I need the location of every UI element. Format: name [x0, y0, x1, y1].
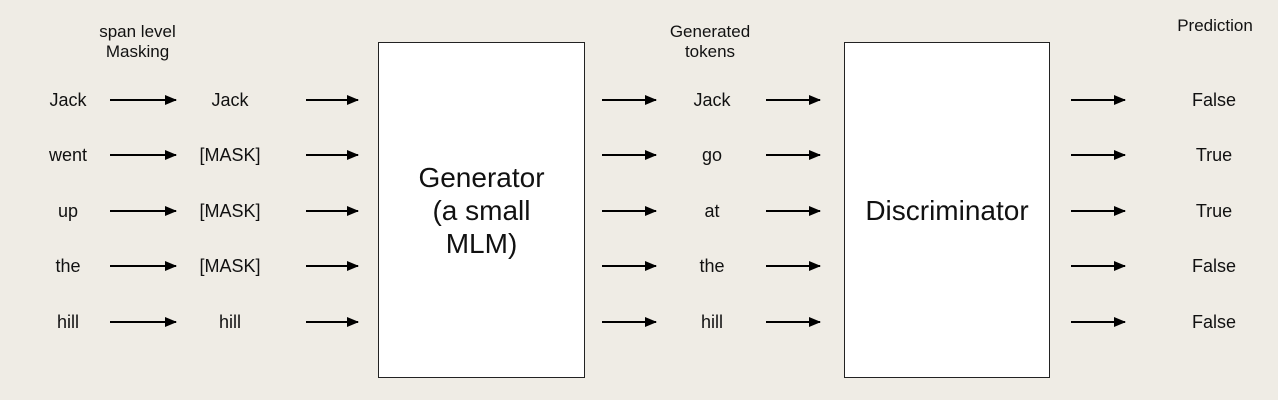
prediction-token-1: False	[1191, 90, 1236, 110]
generator-label: Generator (a small MLM)	[418, 161, 545, 259]
generated-token-3: at	[704, 201, 720, 221]
generator-box: Generator (a small MLM)	[378, 42, 585, 378]
generated-token-2: go	[701, 145, 723, 165]
prediction-token-4: False	[1191, 256, 1236, 276]
generated-token-4: the	[699, 256, 725, 276]
original-token-5: hill	[56, 312, 79, 332]
header-span-level-masking: span level Masking	[99, 22, 176, 61]
prediction-token-2: True	[1195, 145, 1233, 165]
header-prediction: Prediction	[1177, 16, 1253, 35]
original-token-3: up	[57, 201, 79, 221]
prediction-token-5: False	[1191, 312, 1236, 332]
masked-token-1: Jack	[211, 90, 249, 110]
prediction-token-3: True	[1195, 201, 1233, 221]
generated-token-5: hill	[700, 312, 723, 332]
masked-token-2: [MASK]	[199, 145, 261, 165]
original-token-2: went	[48, 145, 88, 165]
original-token-1: Jack	[49, 90, 87, 110]
masked-token-5: hill	[218, 312, 241, 332]
discriminator-label: Discriminator	[865, 194, 1029, 226]
generated-token-1: Jack	[693, 90, 731, 110]
masked-token-3: [MASK]	[199, 201, 261, 221]
original-token-4: the	[55, 256, 81, 276]
header-generated-tokens: Generated tokens	[669, 22, 751, 61]
discriminator-box: Discriminator	[844, 42, 1050, 378]
masked-token-4: [MASK]	[199, 256, 261, 276]
